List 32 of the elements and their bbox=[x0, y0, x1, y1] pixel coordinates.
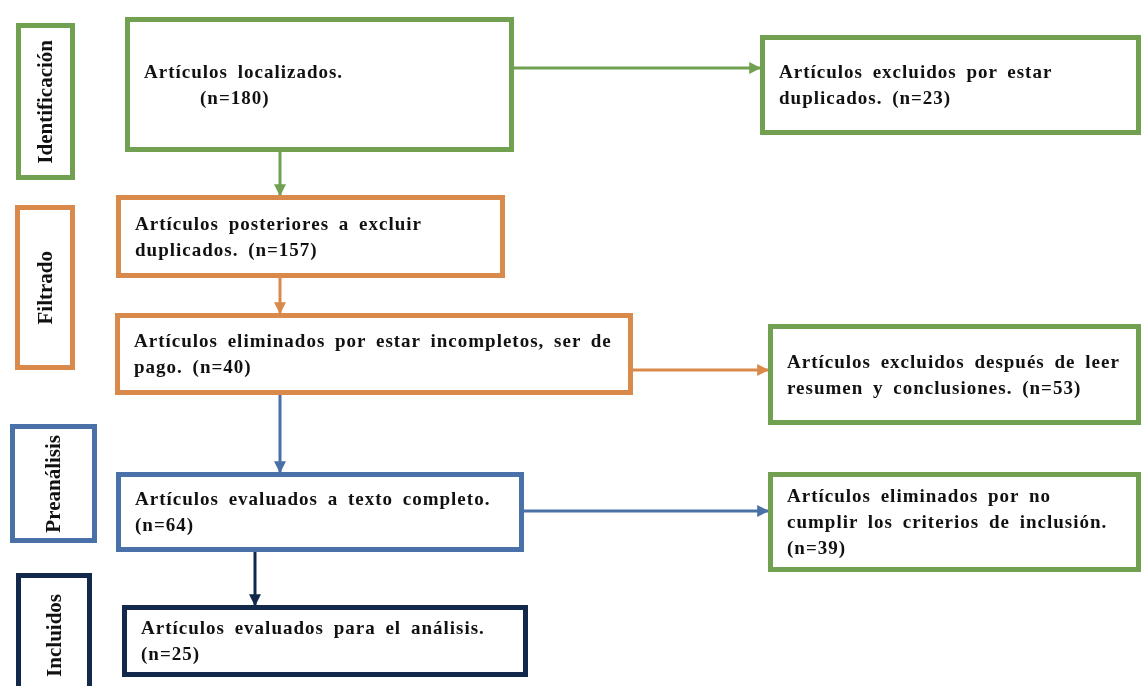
process-box bbox=[116, 472, 524, 552]
process-box bbox=[125, 17, 514, 152]
process-box bbox=[115, 313, 633, 395]
box-text: Artículos evaluados para el análisis. (n=25) bbox=[141, 616, 486, 666]
box-text: Artículos eliminados por no cumplir los criterios de inclusión. (n=39) bbox=[787, 484, 1109, 560]
arrow bbox=[524, 505, 770, 517]
stage-box bbox=[10, 424, 97, 543]
stage-label: Preanálisis bbox=[41, 434, 66, 533]
box-text: Artículos excluidos por estar duplicados. (n=23) bbox=[779, 60, 1054, 110]
stage-box bbox=[16, 573, 92, 686]
arrow bbox=[274, 278, 286, 315]
box-text: Artículos evaluados a texto completo. (n=64) bbox=[135, 487, 492, 537]
arrow bbox=[274, 395, 286, 474]
process-box bbox=[768, 324, 1141, 425]
stage-label: Filtrado bbox=[32, 250, 58, 325]
process-box bbox=[122, 605, 528, 677]
box-text: Artículos localizados. bbox=[144, 59, 344, 84]
count-text: (n=180) bbox=[199, 85, 270, 110]
arrow bbox=[633, 364, 770, 376]
box-text: Artículos posteriores a excluir duplicados. (n=157) bbox=[135, 211, 423, 262]
stage-box bbox=[15, 205, 75, 370]
box-text: Artículos eliminados por estar incompletos, ser de pago. (n=40) bbox=[134, 329, 613, 379]
arrow bbox=[249, 552, 261, 607]
stage-label: Identificación bbox=[33, 39, 58, 164]
arrow bbox=[514, 62, 762, 74]
arrow bbox=[274, 152, 286, 197]
process-box bbox=[116, 195, 505, 278]
box-text: Artículos excluidos después de leer resumen y conclusiones. (n=53) bbox=[787, 349, 1121, 400]
process-box bbox=[768, 472, 1141, 572]
stage-box bbox=[16, 23, 75, 180]
process-box bbox=[760, 35, 1141, 135]
stage-label: Incluidos bbox=[41, 594, 67, 677]
